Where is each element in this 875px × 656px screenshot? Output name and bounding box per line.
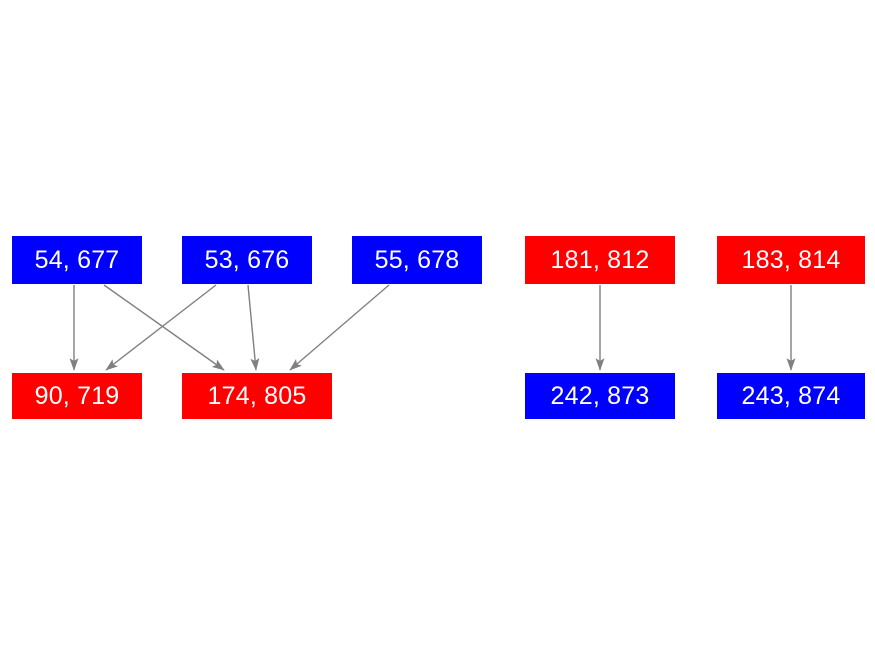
graph-node-label: 174, 805 bbox=[207, 381, 307, 410]
edges-group bbox=[69, 284, 796, 371]
graph-node-label: 183, 814 bbox=[741, 245, 841, 274]
graph-node-n90[interactable]: 90, 719 bbox=[12, 373, 142, 419]
graph-edge-n53-to-n174 bbox=[247, 284, 260, 371]
graph-node-n174[interactable]: 174, 805 bbox=[182, 373, 332, 419]
graph-edge-n53-to-n90 bbox=[105, 284, 217, 371]
graph-node-label: 181, 812 bbox=[550, 245, 650, 274]
graph-node-label: 243, 874 bbox=[741, 381, 841, 410]
graph-node-label: 53, 676 bbox=[204, 245, 290, 274]
graph-node-label: 90, 719 bbox=[34, 381, 120, 410]
graph-node-n183[interactable]: 183, 814 bbox=[717, 236, 865, 284]
graph-node-n54[interactable]: 54, 677 bbox=[12, 236, 142, 284]
graph-node-n53[interactable]: 53, 676 bbox=[182, 236, 312, 284]
graph-node-n55[interactable]: 55, 678 bbox=[352, 236, 482, 284]
graph-node-n242[interactable]: 242, 873 bbox=[525, 373, 675, 419]
graph-node-label: 242, 873 bbox=[550, 381, 650, 410]
graph-edge-n54-to-n174 bbox=[103, 284, 225, 371]
graph-edge-n55-to-n174 bbox=[289, 284, 390, 371]
graph-node-n243[interactable]: 243, 874 bbox=[717, 373, 865, 419]
graph-node-label: 54, 677 bbox=[34, 245, 120, 274]
graph-node-label: 55, 678 bbox=[374, 245, 460, 274]
graph-node-n181[interactable]: 181, 812 bbox=[525, 236, 675, 284]
